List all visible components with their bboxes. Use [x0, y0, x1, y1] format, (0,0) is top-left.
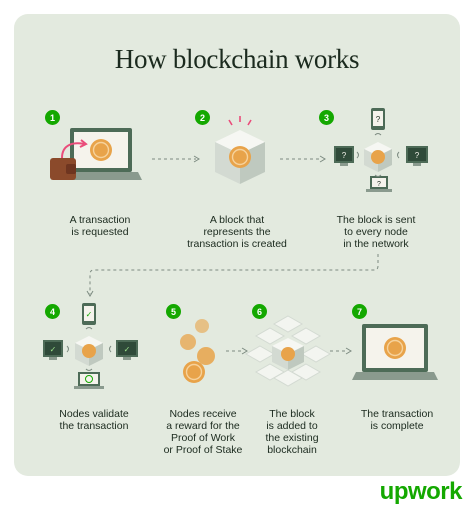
coins-icon [180, 319, 215, 383]
monitor-icon: ? [334, 146, 354, 166]
coin-icon [90, 139, 112, 161]
svg-text:?: ? [342, 151, 347, 160]
laptop-icon: ? [366, 176, 392, 192]
dashed-arrow [226, 347, 248, 355]
svg-text:?: ? [377, 181, 381, 188]
signal-icon [356, 133, 400, 177]
step-7-badge: 7 [352, 304, 367, 319]
step-6-badge: 6 [252, 304, 267, 319]
dashed-arrow [280, 155, 326, 163]
step-4-illustration: ✓ ✓ ✓ [43, 303, 138, 389]
monitor-icon: ✓ [116, 340, 138, 360]
step-1-badge: 1 [45, 110, 60, 125]
svg-text:?: ? [376, 115, 381, 124]
monitor-icon: ? [406, 146, 428, 166]
step-3-illustration: ? ? ? ? [334, 108, 428, 192]
blockchain-icon [244, 315, 332, 387]
phone-icon: ? [371, 108, 385, 130]
step-6-illustration [244, 315, 332, 387]
step-2-illustration [215, 116, 265, 184]
block-cube-icon [75, 336, 103, 366]
dashed-arrow [330, 347, 352, 355]
wallet-icon [50, 158, 76, 180]
monitor-icon: ✓ [43, 340, 63, 360]
signal-icon [66, 327, 112, 371]
upwork-logo: upwork [379, 478, 463, 505]
dashed-arrow [152, 155, 200, 163]
svg-text:✓: ✓ [50, 345, 57, 354]
phone-icon: ✓ [82, 303, 96, 325]
sparkle-icon [228, 116, 252, 126]
svg-text:?: ? [415, 151, 420, 160]
page-title: How blockchain works [114, 44, 360, 74]
step-1-illustration [50, 128, 142, 180]
step-7-illustration [352, 324, 438, 380]
step-4-badge: 4 [45, 304, 60, 319]
svg-text:✓: ✓ [86, 310, 93, 319]
step-5-badge: 5 [166, 304, 181, 319]
laptop-icon [74, 372, 104, 389]
step-3-badge: 3 [319, 110, 334, 125]
block-cube-icon [364, 142, 392, 172]
block-cube-icon [272, 338, 304, 370]
coin-icon [384, 337, 406, 359]
svg-text:✓: ✓ [124, 345, 131, 354]
infographic-card [14, 14, 460, 476]
step-5-illustration [180, 319, 215, 383]
arrow-icon [61, 142, 85, 159]
step-2-badge: 2 [195, 110, 210, 125]
dashed-connector [86, 254, 379, 297]
coin-icon [229, 146, 251, 168]
